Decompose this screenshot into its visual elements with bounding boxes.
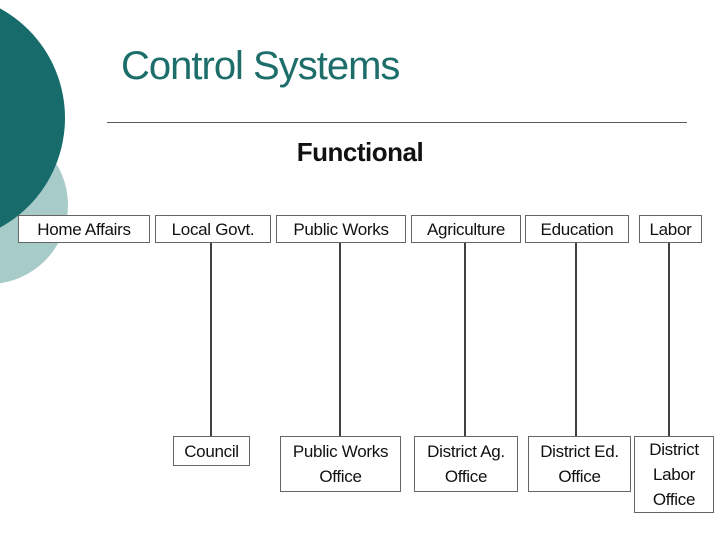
connector-line-agriculture: [464, 243, 466, 436]
connector-line-public-works: [339, 243, 341, 436]
org-box-district-ag-office: District Ag. Office: [414, 436, 518, 492]
org-box-council: Council: [173, 436, 250, 466]
org-box-agriculture: Agriculture: [411, 215, 521, 243]
org-box-public-works: Public Works: [276, 215, 406, 243]
slide-subtitle: Functional: [296, 137, 424, 167]
connector-line-labor: [668, 243, 670, 436]
org-box-education: Education: [525, 215, 629, 243]
org-box-home-affairs: Home Affairs: [18, 215, 150, 243]
connector-line-local-govt: [210, 243, 212, 436]
org-box-local-govt: Local Govt.: [155, 215, 271, 243]
org-box-district-labor-office: District Labor Office: [634, 436, 714, 513]
org-box-labor: Labor: [639, 215, 702, 243]
slide-title: Control Systems: [121, 44, 400, 88]
org-box-public-works-office: Public Works Office: [280, 436, 401, 492]
org-box-district-ed-office: District Ed. Office: [528, 436, 631, 492]
connector-line-education: [575, 243, 577, 436]
title-divider-line: [107, 122, 687, 123]
